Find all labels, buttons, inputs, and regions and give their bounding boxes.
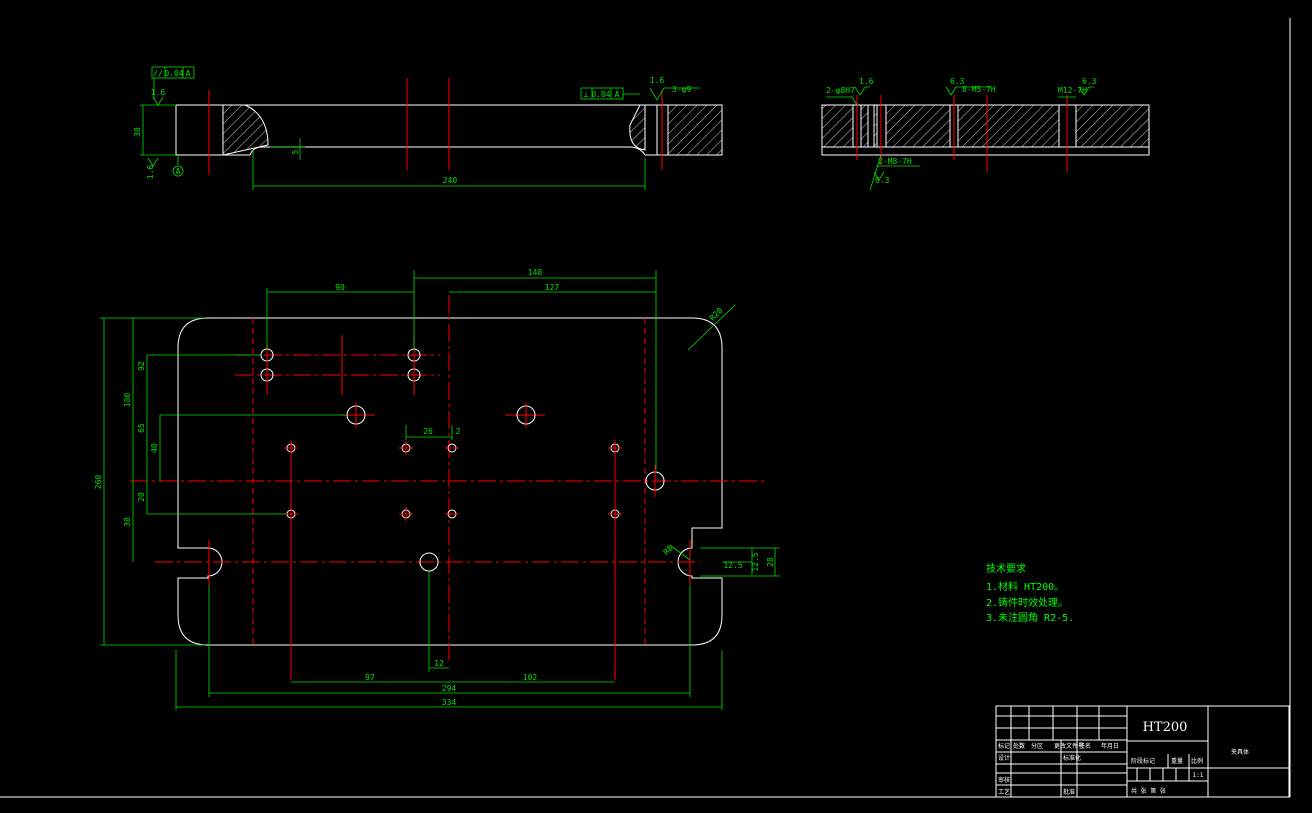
thread-right: M12-7H <box>1058 86 1087 95</box>
tol-parallel-value: 0.04 <box>164 69 183 78</box>
notes-line2: 2.铸件时效处理。 <box>986 596 1068 609</box>
bottom-rough: 6.3 <box>875 176 890 185</box>
tb-label-mark: 标记 <box>998 742 1010 750</box>
tb-ratio: 比例 <box>1191 757 1203 765</box>
tb-weight: 重量 <box>1171 757 1183 765</box>
side-view: 2-φ8H7 1.6 8-M5-7H 6.3 M12-7H 6.3 2-M8-7… <box>821 77 1150 191</box>
right-rough: 6.3 <box>1082 77 1097 86</box>
tol-parallel-datum: A <box>186 69 191 78</box>
section-view: 240 30 5 A // 0.04 A 1.6 ⊥ 0.04 A 1.6 3-… <box>133 66 723 190</box>
hatch-right <box>667 104 723 156</box>
plan-view: 148 90 127 R20 260 180 92 65 40 20 38 26… <box>94 268 780 710</box>
dim-38: 38 <box>123 517 132 527</box>
dim-r8: R8 <box>662 544 675 557</box>
tb-approve: 批准 <box>1063 788 1075 796</box>
pin-holes: 2-φ8H7 <box>826 86 855 95</box>
tb-material: HT200 <box>1143 720 1188 735</box>
dim-294: 294 <box>442 684 457 693</box>
tb-label-count: 处数 <box>1013 742 1025 750</box>
tb-label-zone: 分区 <box>1031 742 1043 750</box>
tol-perp-value: 0.04 <box>591 90 610 99</box>
dim-28: 28 <box>766 557 775 567</box>
dim-26: 26 <box>423 427 433 436</box>
dim-5: 5 <box>291 149 300 154</box>
notes-heading: 技术要求 <box>986 562 1026 575</box>
technical-notes: 技术要求 1.材料 HT200。 2.铸件时效处理。 3.未注圆角 R2-5. <box>986 562 1074 624</box>
dim-2: 2 <box>456 427 461 436</box>
plate-outline <box>177 317 723 646</box>
dim-12-5b: 12.5 <box>751 552 760 571</box>
rough-bottom: 1.6 <box>146 165 155 180</box>
rough-left: 1.6 <box>151 88 166 97</box>
tol-parallel-symbol: // <box>153 69 163 78</box>
dim-40: 40 <box>150 443 159 453</box>
pin-rough: 1.6 <box>859 77 874 86</box>
dim-12: 12 <box>434 659 444 668</box>
thread-rough: 6.3 <box>950 77 965 86</box>
tol-perp-datum: A <box>615 90 620 99</box>
tb-standard: 标准化 <box>1063 754 1081 762</box>
tb-part-name: 夹具体 <box>1231 748 1249 756</box>
dim-334: 334 <box>442 698 457 707</box>
tb-craft: 工艺 <box>998 788 1010 796</box>
thread-holes: 8-M5-7H <box>962 85 996 94</box>
notes-line3: 3.未注圆角 R2-5. <box>986 611 1074 624</box>
tb-label-change: 更改文件号 <box>1054 742 1084 750</box>
dim-92: 92 <box>137 361 146 371</box>
notes-line1: 1.材料 HT200。 <box>986 580 1064 593</box>
title-block: HT200 夹具体 1:1 标记 处数 分区 更改文件号 签名 年月日 设计 标… <box>995 705 1290 798</box>
datum-a: A <box>176 167 181 176</box>
dim-65: 65 <box>137 423 146 433</box>
dim-97: 97 <box>365 673 375 682</box>
tb-scale: 1:1 <box>1193 772 1204 779</box>
dim-r20: R20 <box>708 306 725 323</box>
dim-260: 260 <box>94 475 103 490</box>
dim-180: 180 <box>123 393 132 408</box>
tb-sheets: 共 张 第 张 <box>1131 787 1166 795</box>
dim-20: 20 <box>137 492 146 502</box>
dim-148: 148 <box>528 268 543 277</box>
tol-perp-symbol: ⊥ <box>584 90 589 99</box>
tb-label-sign: 签名 <box>1079 742 1091 750</box>
dim-102: 102 <box>523 673 538 682</box>
hole-callout: 3-φ9 <box>672 85 691 94</box>
dim-12-5a: 12.5 <box>723 561 742 570</box>
dim-30: 30 <box>133 127 142 137</box>
tb-design: 设计 <box>998 754 1010 762</box>
tb-label-date: 年月日 <box>1101 742 1119 750</box>
dim-127: 127 <box>545 283 560 292</box>
rough-right: 1.6 <box>650 76 665 85</box>
dim-240: 240 <box>443 176 458 185</box>
tb-stage: 阶段标记 <box>1131 757 1155 765</box>
hatch-right-curve <box>629 104 646 151</box>
bottom-callout: 2-M8-7H <box>878 157 912 166</box>
tb-review: 审核 <box>998 776 1010 784</box>
dim-90: 90 <box>335 283 345 292</box>
